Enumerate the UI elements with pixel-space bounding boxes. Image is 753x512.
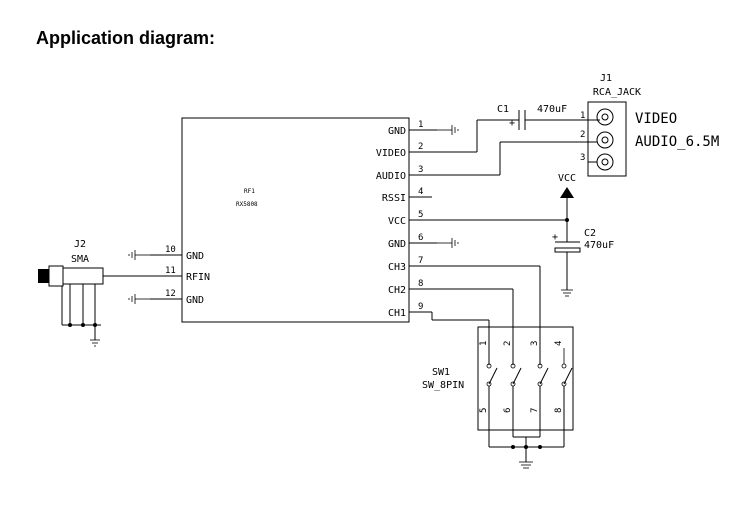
- j1-type: RCA_JACK: [593, 87, 641, 98]
- sw1-refdes: SW1: [432, 367, 450, 378]
- module-part: RX5808: [236, 201, 258, 208]
- sw1-pin-number: 4: [554, 341, 564, 346]
- c2-refdes: C2: [584, 228, 596, 239]
- vcc-supply: VCC: [558, 173, 576, 242]
- c2-value: 470uF: [584, 240, 614, 251]
- video-output-label: VIDEO: [635, 111, 677, 127]
- j1-pin-number: 2: [580, 130, 585, 140]
- pin-number: 4: [418, 187, 423, 197]
- c1-refdes: C1: [497, 104, 509, 115]
- j2-refdes: J2: [74, 239, 86, 250]
- pin-name: GND: [186, 251, 204, 262]
- j1-pin-number: 3: [580, 153, 585, 163]
- c1-value: 470uF: [537, 104, 567, 115]
- pin-number: 2: [418, 142, 423, 152]
- sw1-pin-number: 8: [554, 408, 564, 413]
- pin-number: 6: [418, 233, 423, 243]
- pin-name: GND: [388, 126, 406, 137]
- ground-symbol: [437, 125, 459, 135]
- module-refdes: RF1: [244, 188, 255, 195]
- pin-number: 12: [165, 289, 176, 299]
- sw1-pin-number: 6: [503, 408, 513, 413]
- audio-output-label: AUDIO_6.5M: [635, 134, 719, 150]
- pin-name: RSSI: [382, 193, 406, 204]
- j2-type: SMA: [71, 254, 89, 265]
- pin-name: VCC: [388, 216, 406, 227]
- pin-number: 10: [165, 245, 176, 255]
- pin-name: GND: [388, 239, 406, 250]
- pin-name: GND: [186, 295, 204, 306]
- sw1-pin-number: 3: [530, 341, 540, 346]
- vcc-label: VCC: [558, 173, 576, 184]
- pin-number: 5: [418, 210, 423, 220]
- pin-number: 1: [418, 120, 423, 130]
- c1-polarity: +: [509, 118, 515, 129]
- sw1-pin-number: 1: [479, 341, 489, 346]
- rx5808-module: RF1 RX5808 1 2 3 4 5 6 7 8 9 GND VIDEO A…: [106, 117, 567, 323]
- dip-switch-sw1: SW1 SW_8PIN 1 2 3 4 5 6 7 8: [422, 266, 574, 469]
- c2-polarity: +: [552, 232, 558, 243]
- rca-jack: J1 RCA_JACK 1 2 3 VIDEO AUDIO_6.5M: [499, 73, 719, 177]
- pin-name: VIDEO: [376, 148, 406, 159]
- pin-name: CH1: [388, 308, 406, 319]
- sw1-pin-number: 5: [479, 408, 489, 413]
- j1-refdes: J1: [600, 73, 612, 84]
- ground-symbol: [128, 250, 150, 260]
- pin-number: 7: [418, 256, 423, 266]
- ground-symbol: [128, 294, 150, 304]
- schematic-panel: [33, 75, 743, 480]
- pin-name: AUDIO: [376, 171, 406, 182]
- j1-pin-number: 1: [580, 111, 585, 121]
- pin-number: 8: [418, 279, 423, 289]
- sma-connector: J2 SMA: [38, 239, 106, 347]
- ground-symbol: [437, 238, 459, 248]
- pin-name: RFIN: [186, 272, 210, 283]
- sw1-type: SW_8PIN: [422, 380, 464, 391]
- pin-name: CH3: [388, 262, 406, 273]
- sw1-pin-number: 2: [503, 341, 513, 346]
- pin-number: 11: [165, 266, 176, 276]
- pin-name: CH2: [388, 285, 406, 296]
- sw1-pin-number: 7: [530, 408, 540, 413]
- diagram-title: Application diagram:: [36, 28, 216, 48]
- pin-number: 3: [418, 165, 423, 175]
- sma-tip: [38, 269, 49, 283]
- capacitor-c2: + C2 470uF: [552, 228, 614, 297]
- pin-number: 9: [418, 302, 423, 312]
